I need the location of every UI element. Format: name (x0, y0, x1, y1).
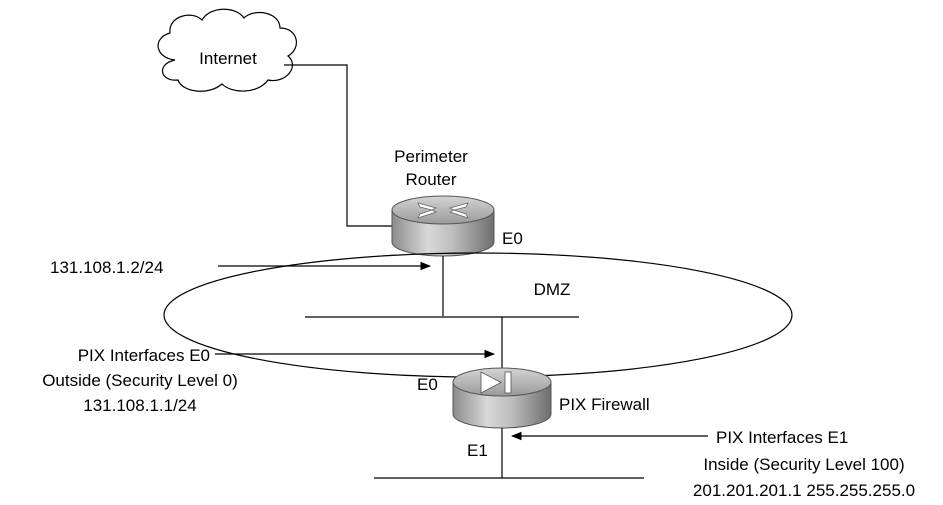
pix-firewall-label: PIX Firewall (559, 395, 650, 414)
pix-inside-line2: Inside (Security Level 100) (703, 455, 904, 474)
pix-inside-line3: 201.201.201.1 255.255.255.0 (693, 481, 915, 500)
router-icon (391, 195, 495, 257)
pix-inside-line1: PIX Interfaces E1 (716, 428, 848, 447)
pix-outside-line1: PIX Interfaces E0 (78, 346, 210, 365)
cloud-icon (157, 8, 297, 92)
router-label-line2: Router (405, 170, 456, 189)
wan-link (284, 64, 392, 227)
router-ip-label: 131.108.1.2/24 (50, 258, 163, 277)
pix-outside-line2: Outside (Security Level 0) (42, 371, 238, 390)
pix-outside-line3: 131.108.1.1/24 (83, 396, 196, 415)
router-e0-label: E0 (502, 229, 523, 248)
router-label-line1: Perimeter (394, 147, 468, 166)
pix-e1-label: E1 (467, 441, 488, 460)
dmz-label: DMZ (534, 280, 571, 299)
firewall-icon (452, 367, 552, 429)
internet-label: Internet (199, 49, 257, 68)
pix-e0-label: E0 (417, 375, 438, 394)
dmz-zone (163, 252, 793, 378)
